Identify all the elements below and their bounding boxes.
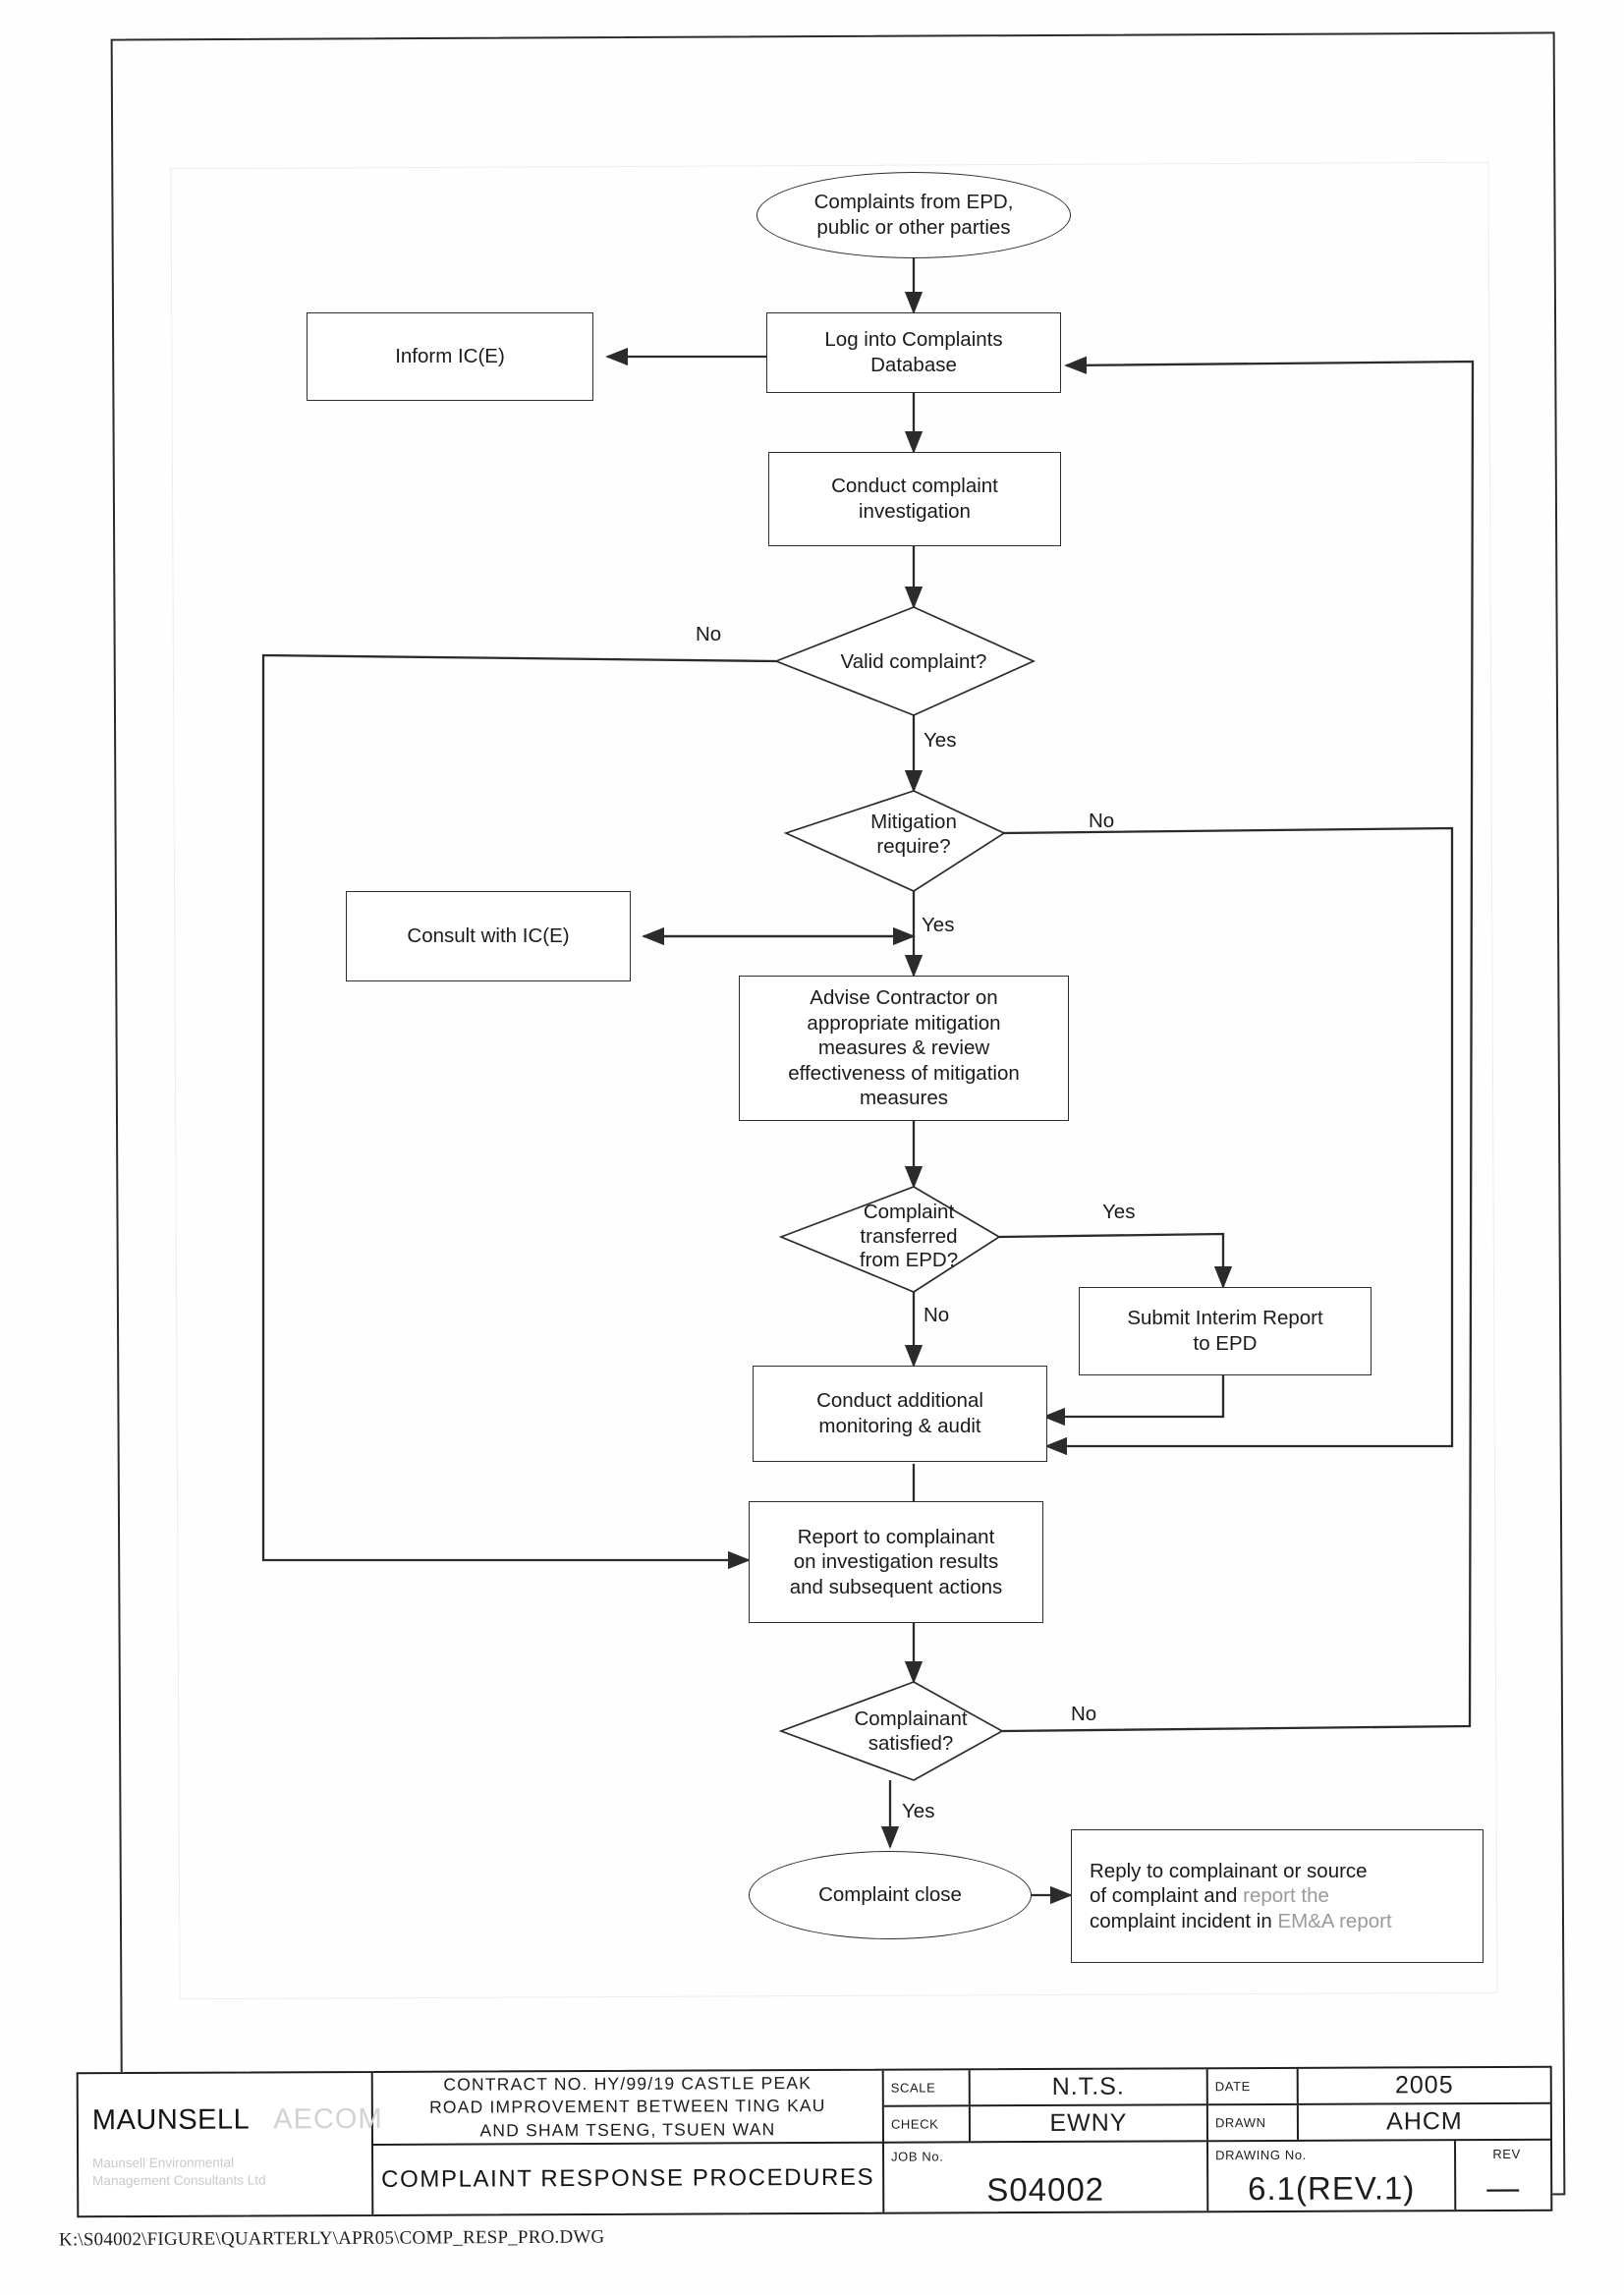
node-start-label: Complaints from EPD, public or other par… xyxy=(813,191,1014,239)
rev-value: — xyxy=(1486,2168,1521,2207)
node-complaint-close-label: Complaint close xyxy=(818,1883,962,1907)
edge-label-satisfied-yes: Yes xyxy=(902,1800,935,1822)
edge-label-satisfied-no: No xyxy=(1071,1703,1097,1725)
node-reply-to-complainant-label: Reply to complainant or source of compla… xyxy=(1090,1859,1392,1932)
drawing-file-path: K:\S04002\FIGURE\QUARTERLY\APR05\COMP_RE… xyxy=(58,2226,605,2251)
decision-complainant-satisfied xyxy=(778,1681,1004,1781)
node-inform-ice-label: Inform IC(E) xyxy=(395,345,505,368)
edge-label-mitigation-no: No xyxy=(1089,810,1115,832)
node-log-into-complaints-database: Log into Complaints Database xyxy=(766,312,1061,393)
logo-maunsell-text: MAUNSELL xyxy=(91,2103,251,2137)
contract-description: CONTRACT NO. HY/99/19 CASTLE PEAK ROAD I… xyxy=(372,2070,883,2146)
date-label: DATE xyxy=(1207,2068,1299,2104)
node-advise-contractor-label: Advise Contractor on appropriate mitigat… xyxy=(788,985,1020,1110)
drawing-no-value: 6.1(REV.1) xyxy=(1248,2169,1416,2208)
scale-value: N.T.S. xyxy=(1051,2072,1125,2100)
node-conduct-complaint-investigation: Conduct complaint investigation xyxy=(768,452,1061,546)
reply-dim-text-2: EM&A report xyxy=(1277,1909,1392,1932)
node-consult-ice-label: Consult with IC(E) xyxy=(407,924,570,948)
node-log-db-label: Log into Complaints Database xyxy=(824,328,1003,376)
decision-valid-complaint-text: Valid complaint? xyxy=(806,637,1022,688)
decision-valid-complaint-label: Valid complaint? xyxy=(840,649,987,673)
drawn-label: DRAWN xyxy=(1207,2104,1299,2141)
node-reply-to-complainant: Reply to complainant or source of compla… xyxy=(1071,1829,1484,1963)
job-no-label: JOB No. xyxy=(891,2148,944,2164)
rev-label: REV xyxy=(1492,2146,1521,2161)
title-block-logo: MAUNSELL AECOM Maunsell Environmental Ma… xyxy=(78,2072,383,2216)
node-complaint-close: Complaint close xyxy=(749,1851,1032,1939)
edge-label-mitigation-yes: Yes xyxy=(922,914,955,936)
decision-valid-complaint xyxy=(773,606,1036,716)
decision-transferred-from-epd xyxy=(778,1186,1001,1293)
edge-label-valid-no: No xyxy=(696,623,722,645)
node-additional-monitoring-label: Conduct additional monitoring & audit xyxy=(816,1389,983,1437)
drawing-no-label: DRAWING No. xyxy=(1215,2147,1307,2162)
drawn-value: AHCM xyxy=(1386,2107,1463,2136)
check-value: EWNY xyxy=(1049,2108,1128,2137)
edge-label-transferred-yes: Yes xyxy=(1102,1201,1136,1223)
job-no-value: S04002 xyxy=(986,2170,1105,2209)
node-submit-interim-label: Submit Interim Report to EPD xyxy=(1127,1307,1323,1355)
node-report-to-complainant-label: Report to complainant on investigation r… xyxy=(789,1525,1003,1598)
node-submit-interim-report: Submit Interim Report to EPD xyxy=(1079,1287,1372,1375)
logo-subtitle: Maunsell Environmental Management Consul… xyxy=(92,2155,266,2189)
reply-dim-text-1: report the xyxy=(1243,1884,1329,1908)
edge-label-transferred-no: No xyxy=(924,1304,950,1326)
node-inform-ice: Inform IC(E) xyxy=(307,312,593,401)
node-conduct-investigation-label: Conduct complaint investigation xyxy=(831,475,998,523)
date-value: 2005 xyxy=(1394,2071,1454,2099)
title-block: MAUNSELL AECOM Maunsell Environmental Ma… xyxy=(76,2065,1553,2218)
decision-mitigation-require xyxy=(783,790,1006,892)
check-label: CHECK xyxy=(883,2106,971,2142)
title-block-description: CONTRACT NO. HY/99/19 CASTLE PEAK ROAD I… xyxy=(372,2070,885,2214)
drawing-title: COMPLAINT RESPONSE PROCEDURES xyxy=(381,2163,875,2193)
node-advise-contractor: Advise Contractor on appropriate mitigat… xyxy=(739,976,1069,1121)
node-conduct-additional-monitoring: Conduct additional monitoring & audit xyxy=(753,1366,1047,1462)
scale-label: SCALE xyxy=(883,2070,971,2105)
edge-label-valid-yes: Yes xyxy=(924,729,957,752)
node-start-complaints: Complaints from EPD, public or other par… xyxy=(756,172,1071,258)
title-block-metadata: SCALE N.T.S. CHECK EWNY DATE 2005 DRAWN xyxy=(883,2067,1551,2212)
node-report-to-complainant: Report to complainant on investigation r… xyxy=(749,1501,1043,1623)
node-consult-with-ice: Consult with IC(E) xyxy=(346,891,631,981)
logo-aecom-text: AECOM xyxy=(273,2103,383,2136)
